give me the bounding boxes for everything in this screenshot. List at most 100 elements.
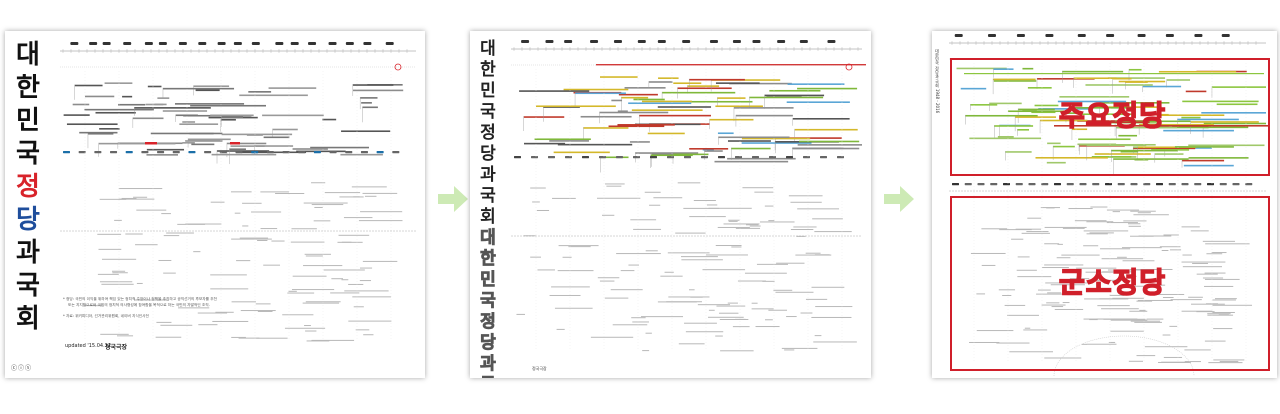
title-char: 대 [16, 40, 40, 70]
era-marker [198, 42, 207, 45]
poster-v1-note-1: * 정당: 국민의 이익을 위하여 책임 있는 정치적 주장이나 정책을 추진하… [63, 297, 218, 301]
minor-party-bar [311, 204, 344, 206]
minor-party-bar [1130, 268, 1173, 270]
minor-party-bar [811, 286, 845, 288]
title-char: 민 [480, 270, 496, 291]
election-tag [1092, 183, 1100, 186]
minor-party-bar [797, 208, 840, 210]
minor-party-bar [732, 326, 750, 328]
minor-party-bar [358, 220, 403, 222]
minor-party-bar [251, 211, 282, 213]
minor-party-bar [101, 258, 137, 260]
party-bar [230, 145, 265, 147]
minor-party-bar [193, 251, 201, 253]
minor-party-bar [1051, 306, 1064, 308]
poster-v1-note-2: 또는 지지함으로써 국민의 정치적 의사형성에 참여함을 목적으로 하는 국민의… [68, 303, 210, 307]
minor-party-bar [1128, 360, 1143, 362]
minor-party-bar [1102, 271, 1136, 273]
party-bar [1107, 77, 1166, 79]
party-bar [1166, 79, 1191, 81]
minor-party-bar [348, 320, 392, 322]
minor-party-bar [166, 232, 194, 234]
minor-party-bar [814, 254, 830, 256]
party-bar [1094, 153, 1151, 155]
minor-party-bar [1128, 225, 1141, 227]
minor-party-bar [256, 337, 288, 339]
minor-party-bar [1097, 305, 1130, 307]
party-bar [673, 153, 709, 156]
party-bar [1154, 153, 1184, 155]
party-bar [794, 128, 858, 131]
minor-party-bar [702, 269, 746, 271]
party-bar [254, 145, 294, 147]
minor-party-bar [1212, 299, 1236, 301]
minor-party-bar [353, 306, 364, 308]
party-bar [535, 105, 616, 108]
party-bar [608, 125, 665, 128]
party-bar [217, 150, 270, 152]
party-bar [641, 100, 692, 103]
title-char: 민 [480, 81, 496, 101]
party-bar [600, 156, 629, 159]
party-bar [66, 123, 118, 126]
minor-party-bar [231, 301, 256, 303]
party-bar [1085, 84, 1153, 86]
minor-party-bar [1136, 300, 1153, 302]
minor-party-bar [111, 270, 126, 272]
party-bar [189, 132, 214, 135]
title-char: 국 [480, 375, 496, 378]
party-bar [95, 111, 136, 114]
election-tag [964, 183, 972, 186]
minor-party-bar [708, 207, 752, 209]
minor-party-bar [1106, 222, 1138, 224]
minor-party-bar [697, 304, 731, 306]
minor-party-bar [728, 220, 738, 222]
election-tag [633, 156, 640, 159]
party-bar [322, 118, 337, 121]
minor-party-bar [1121, 247, 1162, 249]
election-tag [599, 156, 606, 159]
election-tag [837, 156, 844, 159]
poster-v1-timeline [60, 42, 416, 342]
minor-party-bar [1004, 304, 1026, 306]
minor-party-bar [210, 288, 249, 290]
election-tag [141, 151, 149, 154]
minor-party-bar [1188, 296, 1203, 298]
minor-party-bar [1130, 320, 1161, 322]
party-bar [617, 124, 675, 126]
party-bar [1017, 129, 1030, 131]
minor-party-bar [612, 324, 648, 326]
party-bar [1139, 123, 1214, 126]
party-bar [715, 82, 760, 84]
election-tag [582, 156, 589, 159]
minor-party-bar [1090, 206, 1108, 208]
minor-party-bar [1161, 249, 1169, 251]
minor-party-bar [706, 204, 718, 206]
election-tag [616, 156, 623, 159]
party-bar [1015, 116, 1057, 118]
election-tag [1015, 183, 1023, 186]
minor-party-bar [790, 229, 814, 231]
minor-party-bar [236, 260, 251, 262]
party-bar [799, 140, 860, 143]
minor-party-bar [134, 299, 169, 301]
minor-party-bar [549, 294, 581, 296]
party-bar [1073, 77, 1117, 80]
party-bar [1099, 102, 1170, 104]
minor-party-bar [83, 305, 104, 307]
minor-party-bar [664, 271, 674, 273]
election-tag [735, 156, 742, 159]
minor-party-bar [552, 197, 576, 199]
party-bar [362, 106, 378, 109]
minor-party-bar [1046, 302, 1060, 304]
election-tag [1041, 183, 1049, 186]
party-bar [1054, 125, 1268, 127]
minor-party-bar [530, 256, 541, 258]
party-bar [1182, 100, 1259, 103]
party-bar [639, 114, 711, 117]
major-parties-region [950, 58, 1270, 176]
minor-party-bar [1170, 299, 1202, 301]
party-bar [1185, 90, 1207, 93]
minor-party-bar [314, 206, 323, 208]
minor-party-bar [1056, 257, 1071, 259]
